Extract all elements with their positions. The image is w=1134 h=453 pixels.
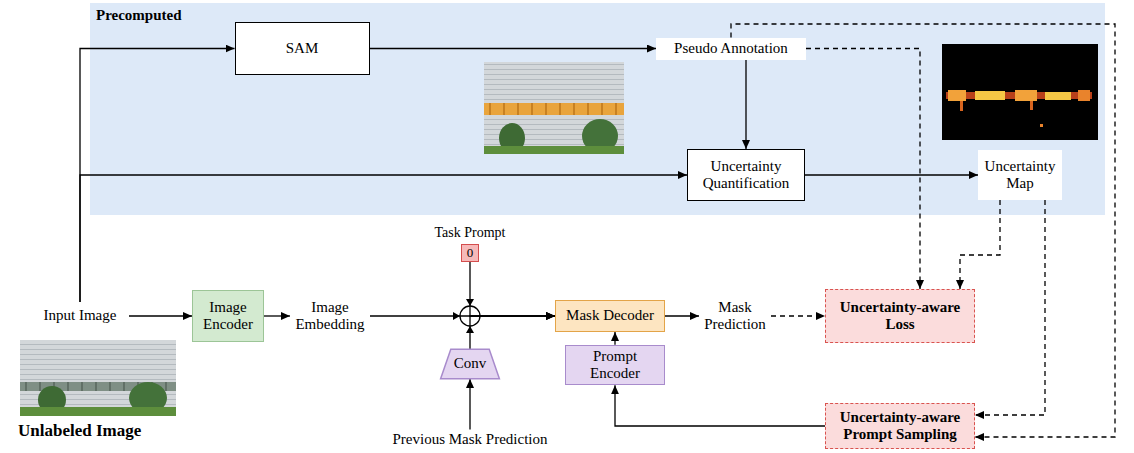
flow-arrow <box>80 175 687 302</box>
trapezoid-shape <box>441 349 500 378</box>
prediction-label: Mask Prediction <box>699 296 771 336</box>
node-label: Uncertainty Quantification <box>693 158 799 193</box>
annotation-overlay <box>484 103 624 115</box>
node-label: Image Embedding <box>295 299 365 334</box>
prompt-heading: Task Prompt <box>435 225 506 241</box>
photo-wall <box>20 340 176 416</box>
heat-spot <box>1078 90 1090 101</box>
sampling-box: Uncertainty-aware Prompt Sampling <box>825 403 975 449</box>
heat-spot <box>960 101 963 111</box>
node-label: Input Image <box>44 307 117 324</box>
node-label: Image Encoder <box>198 299 258 334</box>
node-label: Uncertainty-aware Prompt Sampling <box>831 409 969 444</box>
node-label: Mask Prediction <box>704 299 766 334</box>
dashed-arrow <box>806 49 920 290</box>
heat-spot <box>1015 90 1037 101</box>
flow-arrow <box>665 315 699 316</box>
embedding-label: Image Embedding <box>290 296 370 336</box>
process-box: Uncertainty Quantification <box>687 149 805 201</box>
caption: Unlabeled Image <box>18 421 141 441</box>
heat-spot <box>1045 92 1071 100</box>
heat-spot <box>1030 101 1033 110</box>
input-label: Input Image <box>35 305 125 327</box>
flow-arrow <box>370 48 657 49</box>
heatmap-ground <box>942 44 1098 140</box>
flow-arrow <box>264 315 290 316</box>
dashed-arrow <box>731 24 1115 437</box>
node-label: Mask Decoder <box>566 307 654 324</box>
region-background <box>90 3 1105 215</box>
flow-arrow <box>470 262 555 316</box>
input-photo <box>20 340 176 416</box>
node-label: Uncertainty Map <box>983 158 1057 193</box>
output-label-box: Pseudo Annotation <box>656 38 806 60</box>
node-label: Prompt Encoder <box>571 348 659 383</box>
heat-spot <box>948 90 966 101</box>
node-label: Pseudo Annotation <box>674 40 788 57</box>
node-label: SAM <box>286 40 319 57</box>
grass <box>20 407 176 416</box>
flow-arrow <box>745 60 746 150</box>
flow-arrow <box>469 379 470 429</box>
heat-spot <box>975 91 1005 100</box>
node-label: 0 <box>467 246 474 261</box>
input-label: Previous Mask Prediction <box>380 429 560 450</box>
dashed-arrow <box>771 315 825 316</box>
encoder-box: Prompt Encoder <box>565 345 665 386</box>
uncertainty-heatmap <box>942 44 1098 140</box>
annotated-photo <box>484 62 624 154</box>
node-label: Previous Mask Prediction <box>393 431 548 448</box>
model-box: SAM <box>235 22 370 75</box>
encoder-box: Image Encoder <box>192 290 264 342</box>
heat-spot <box>1040 124 1043 127</box>
loss-box: Uncertainty-aware Loss <box>825 289 975 343</box>
photo-wall <box>484 62 624 154</box>
grass <box>484 146 624 154</box>
decoder-box: Mask Decoder <box>555 300 665 332</box>
flow-arrow <box>614 332 615 345</box>
flow-arrow <box>615 385 825 426</box>
flow-arrow <box>129 315 192 316</box>
flow-arrow <box>805 174 978 175</box>
precomputed-region: PrecomputedSAM Pseudo AnnotationUncertain… <box>90 3 1105 215</box>
railing-posts <box>490 103 616 115</box>
dashed-arrow <box>975 200 1045 415</box>
node-label: Uncertainty-aware Loss <box>831 299 969 334</box>
flow-arrow <box>470 316 555 349</box>
node-label: Precomputed <box>96 7 182 24</box>
output-label-box: Uncertainty Map <box>978 150 1062 200</box>
conv-trapezoid: Conv <box>440 349 500 379</box>
task-prompt-box: Task Prompt0 <box>461 244 479 262</box>
dashed-arrow <box>960 200 1000 289</box>
node-label: Conv <box>454 355 487 372</box>
